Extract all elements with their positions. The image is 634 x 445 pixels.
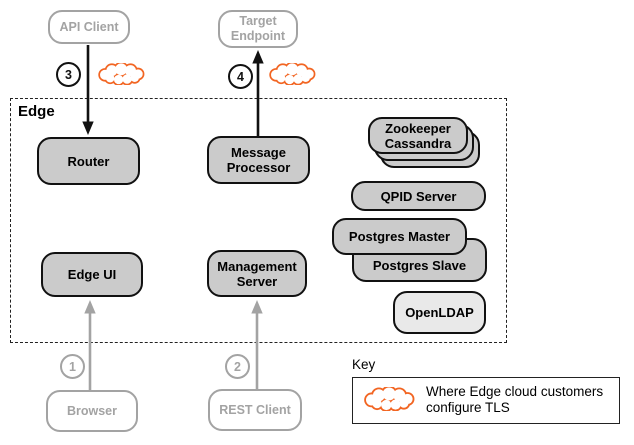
router-node: Router [37,137,140,185]
step-4-number: 4 [237,69,244,84]
zookeeper-cassandra-node: Zookeeper Cassandra [368,117,468,154]
step-2-number: 2 [234,359,241,374]
step-3-number: 3 [65,67,72,82]
openldap-node: OpenLDAP [393,291,486,334]
target-endpoint-box: Target Endpoint [218,10,298,48]
step-4-badge: 4 [228,64,253,89]
qpid-server-node: QPID Server [351,181,486,211]
api-client-box: API Client [48,10,130,44]
step-2-badge: 2 [225,354,250,379]
step-1-number: 1 [69,359,76,374]
key-legend-box: Where Edge cloud customers configure TLS [352,377,620,424]
tls-cloud-icon [363,387,417,411]
cassandra-label: Cassandra [384,135,452,151]
edge-zone-label: Edge [18,103,55,120]
tls-cloud-step-3 [98,63,145,85]
edge-ui-node: Edge UI [41,252,143,297]
key-legend-text: Where Edge cloud customers configure TLS [426,384,604,415]
management-server-node: Management Server [207,250,307,297]
rest-client-box: REST Client [208,389,302,431]
message-processor-node: Message Processor [207,136,310,184]
zookeeper-label: Zookeeper [385,120,451,136]
step-3-badge: 3 [56,62,81,87]
browser-box: Browser [46,390,138,432]
key-title: Key [352,357,376,372]
step-1-badge: 1 [60,354,85,379]
tls-cloud-step-4 [269,63,316,85]
postgres-master-node: Postgres Master [332,218,467,255]
